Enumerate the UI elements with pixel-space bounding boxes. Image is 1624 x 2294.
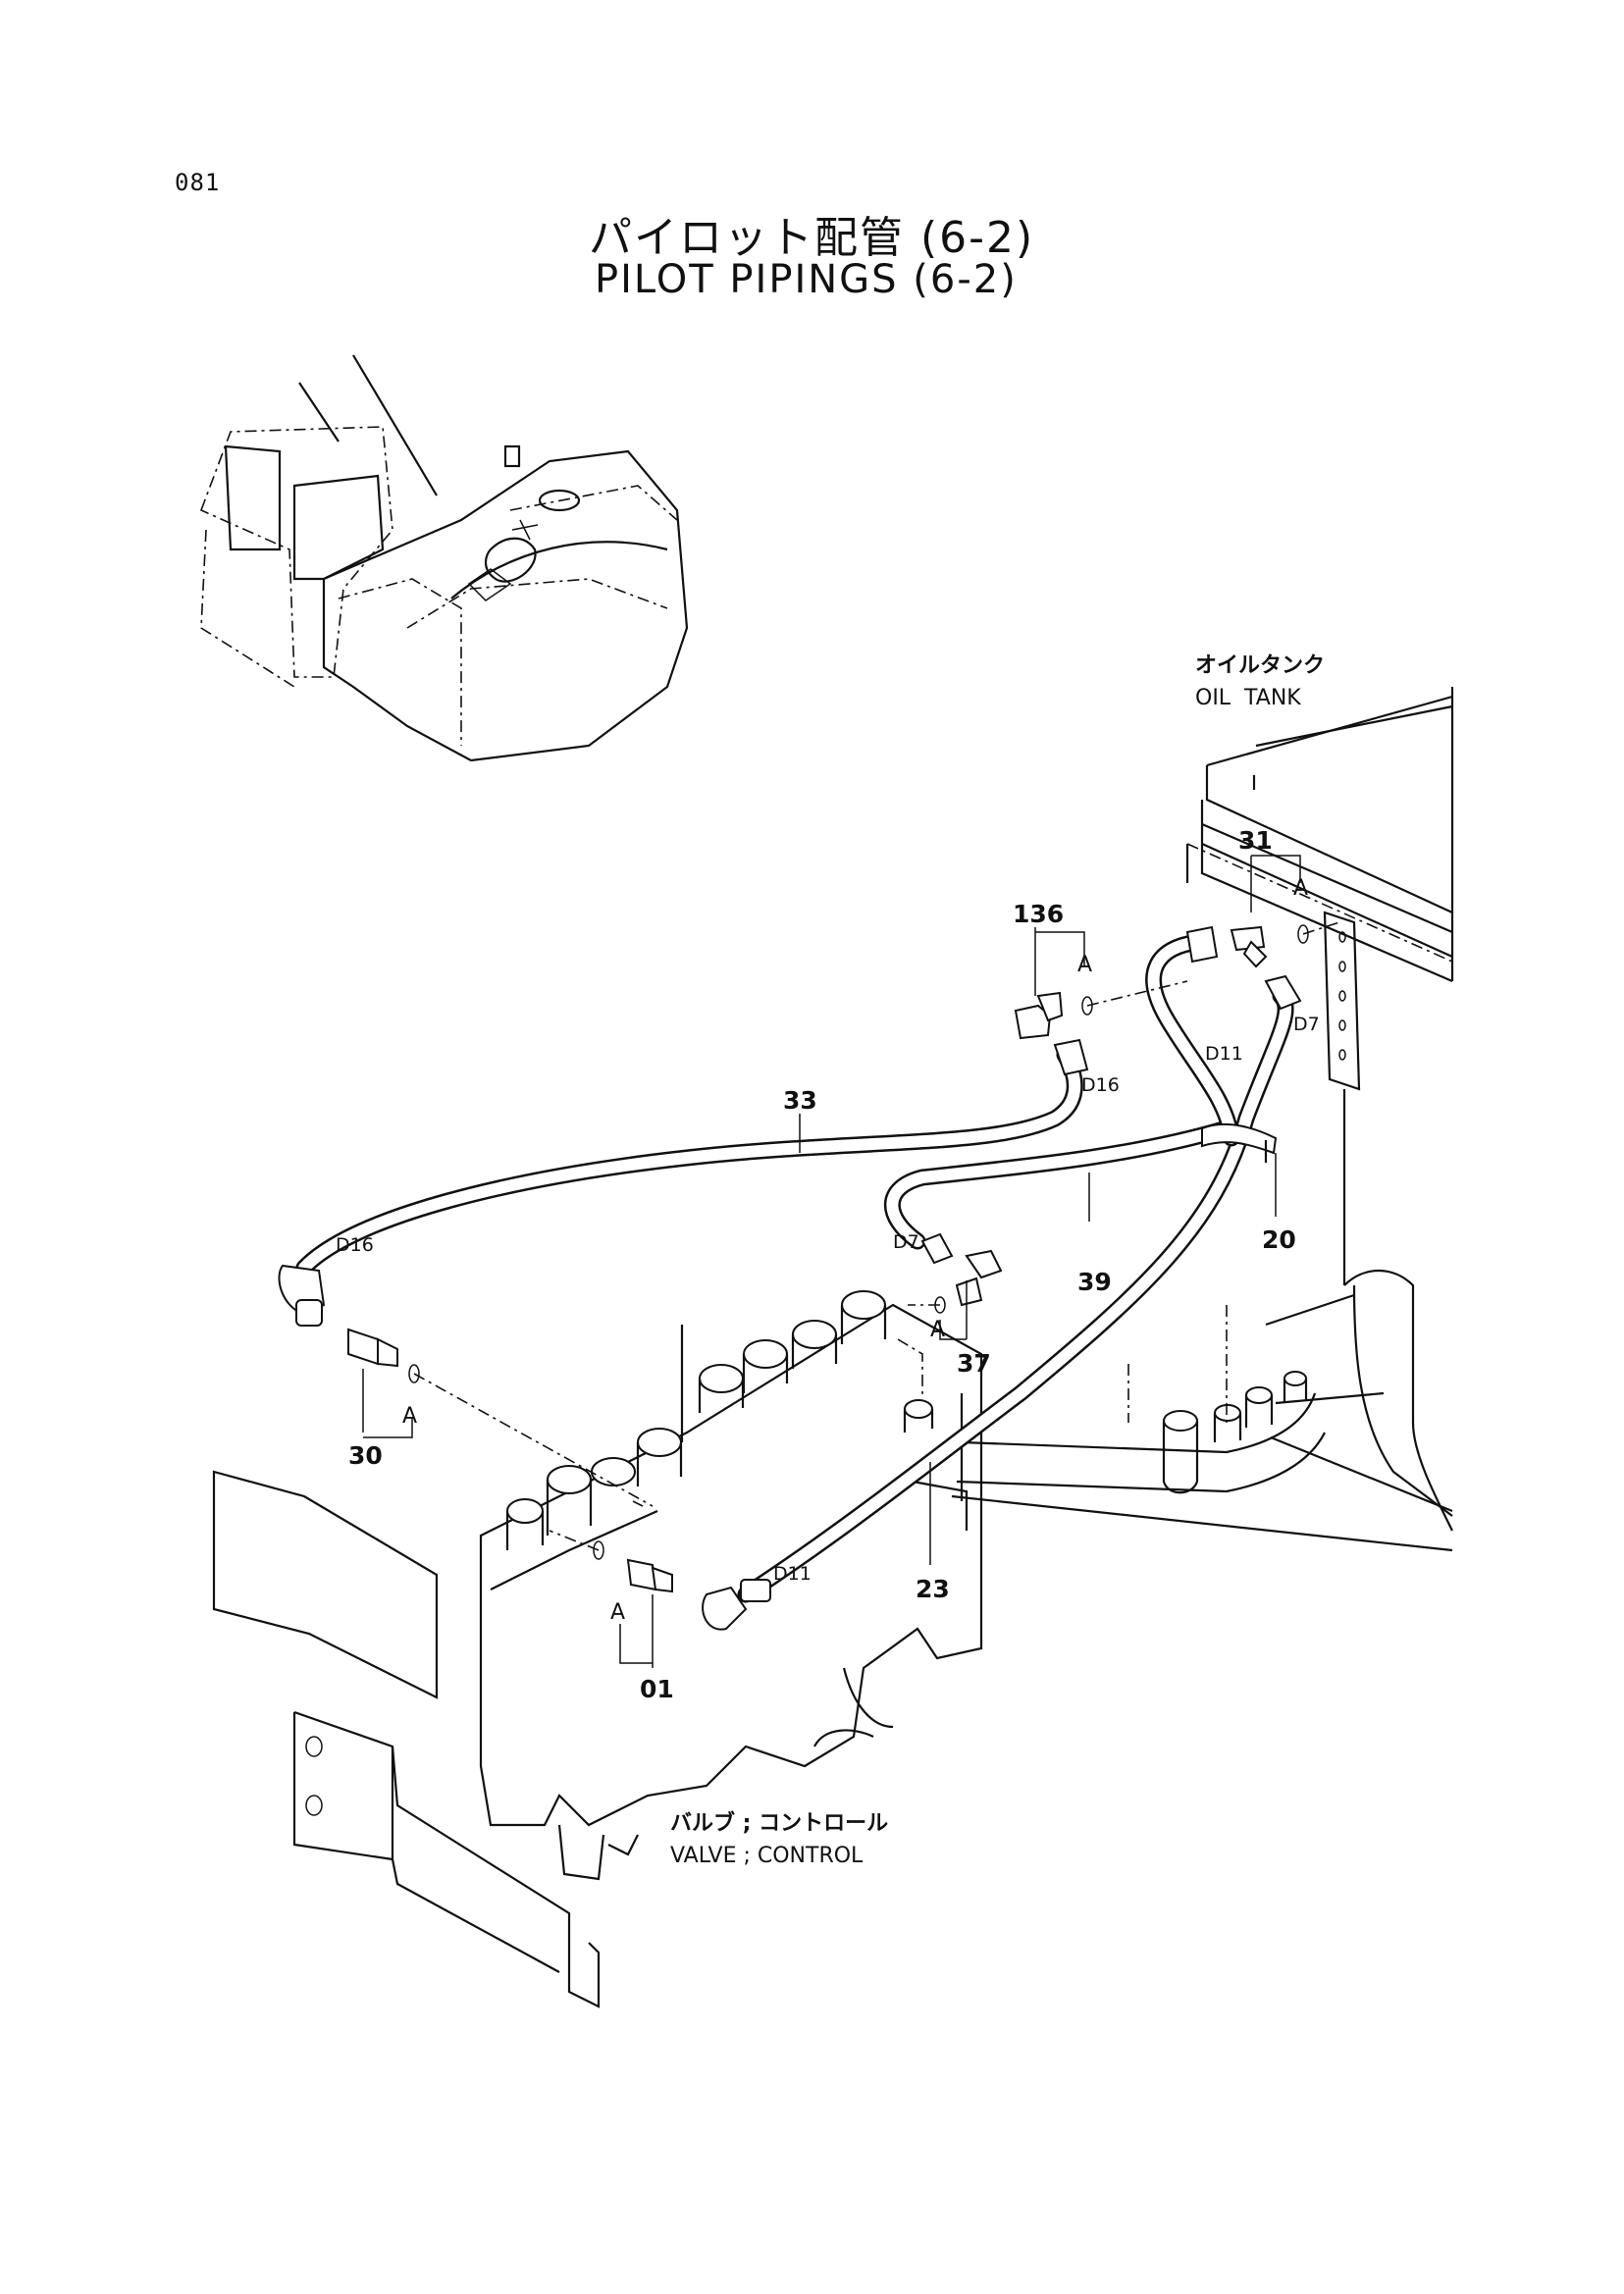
- callout-20: 20: [1262, 1225, 1296, 1254]
- control-valve-illustration: [212, 1290, 983, 2008]
- fitting-01: [593, 1540, 771, 1631]
- page-number: 081: [175, 169, 221, 196]
- hose-band-20: [1201, 1122, 1278, 1163]
- fitting-136: [1014, 991, 1093, 1076]
- callout-a-30: A: [402, 1404, 417, 1429]
- control-valve-label-japanese: バルブ ; コントロール: [670, 1810, 888, 1836]
- callout-30: 30: [348, 1441, 383, 1470]
- diagram-labels: 136 A 31 A 33 39 20 37 A 30 A 23 01 A D1…: [336, 653, 1325, 1868]
- callout-a-31: A: [1293, 876, 1308, 901]
- hose-23: [737, 987, 1294, 1603]
- oil-tank-illustration: [1185, 687, 1454, 1285]
- fitting-37: [920, 1232, 1003, 1314]
- callout-31: 31: [1238, 826, 1273, 855]
- hose-size-d11-lower: D11: [773, 1563, 812, 1585]
- page-title-english: PILOT PIPINGS (6-2): [595, 257, 1018, 302]
- oil-tank-label-english: OIL TANK: [1195, 686, 1301, 710]
- leader-lines: [362, 855, 1340, 1668]
- hose-33: [295, 1046, 1083, 1277]
- page-title-japanese: パイロット配管 (6-2): [589, 213, 1035, 263]
- callout-a-37: A: [930, 1318, 945, 1342]
- hose-39: [883, 1120, 1235, 1250]
- frame-structure-illustration: [951, 1269, 1453, 1552]
- hose-size-d16-left: D16: [336, 1234, 374, 1256]
- hose-size-d16-right: D16: [1081, 1074, 1120, 1096]
- callout-33: 33: [783, 1086, 817, 1115]
- callout-37: 37: [957, 1349, 991, 1378]
- callout-23: 23: [916, 1575, 950, 1603]
- hose-size-d7-lower: D7: [893, 1231, 919, 1253]
- hose-size-d7-upper: D7: [1293, 1014, 1320, 1035]
- callout-a-136: A: [1077, 953, 1092, 977]
- callout-a-01: A: [610, 1600, 625, 1625]
- fitting-31: [1185, 924, 1309, 1011]
- excavator-overview-illustration: [199, 354, 689, 762]
- oil-tank-label-japanese: オイルタンク: [1195, 653, 1325, 678]
- control-valve-label-english: VALVE ; CONTROL: [670, 1844, 864, 1868]
- callout-39: 39: [1077, 1268, 1112, 1296]
- hose-size-d11-upper: D11: [1205, 1043, 1243, 1065]
- fitting-30: [278, 1264, 420, 1383]
- hose-d11-upper: [1145, 933, 1240, 1147]
- callout-136: 136: [1013, 900, 1064, 928]
- callout-01: 01: [640, 1675, 674, 1703]
